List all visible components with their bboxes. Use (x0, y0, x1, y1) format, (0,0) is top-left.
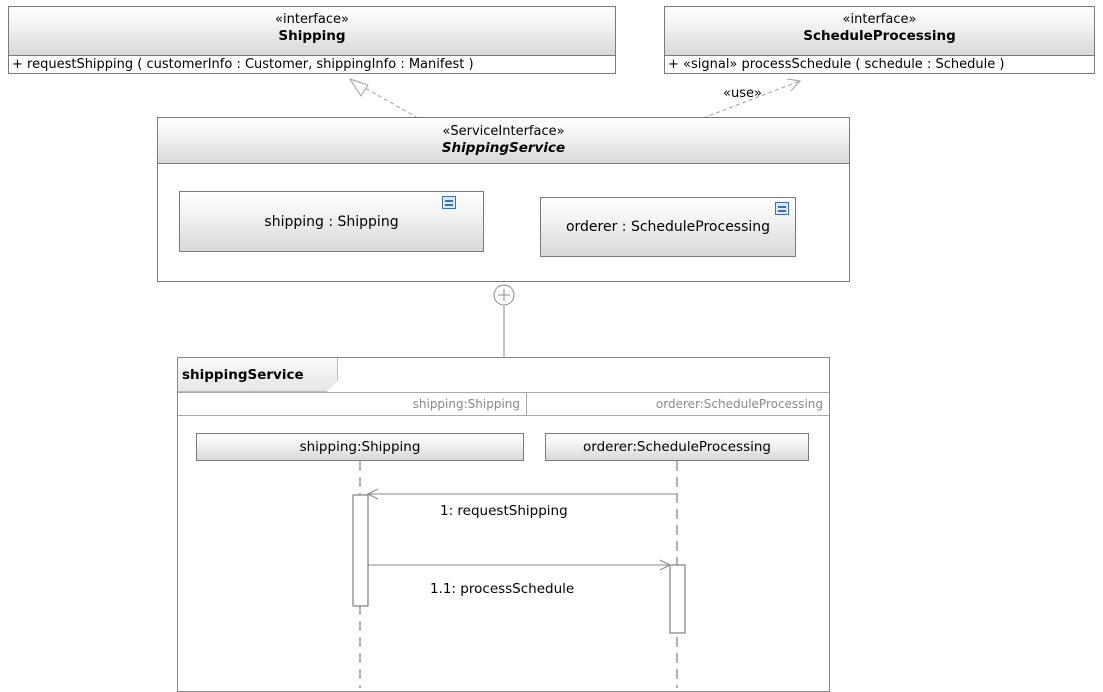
lifeline-head-shipping[interactable]: shipping:Shipping (196, 433, 524, 461)
interface-shipping[interactable]: «interface» Shipping + requestShipping (… (8, 6, 616, 74)
interface-shipping-header: «interface» Shipping (9, 7, 615, 56)
part-shipping-label: shipping : Shipping (264, 213, 399, 230)
interface-shipping-operation[interactable]: + requestShipping ( customerInfo : Custo… (9, 56, 615, 73)
lane-header-shipping: shipping:Shipping (178, 392, 527, 416)
realization-line (357, 83, 419, 119)
use-dependency-label: «use» (723, 86, 762, 101)
interface-schedule-processing-operation[interactable]: + «signal» processSchedule ( schedule : … (665, 56, 1094, 73)
interface-schedule-processing[interactable]: «interface» ScheduleProcessing + «signal… (664, 6, 1095, 74)
execution-spec-shipping (352, 494, 369, 607)
message-label-request-shipping[interactable]: 1: requestShipping (440, 503, 568, 519)
part-shipping[interactable]: shipping : Shipping (179, 191, 484, 252)
part-orderer[interactable]: orderer : ScheduleProcessing (540, 197, 796, 257)
interface-icon (775, 202, 789, 215)
interface-schedule-processing-name: ScheduleProcessing (803, 28, 956, 44)
interface-schedule-processing-header: «interface» ScheduleProcessing (665, 7, 1094, 56)
service-interface-header: «ServiceInterface» ShippingService (158, 118, 849, 164)
part-orderer-label: orderer : ScheduleProcessing (565, 219, 771, 235)
lane-header-orderer: orderer:ScheduleProcessing (527, 392, 829, 416)
lifeline-head-orderer[interactable]: orderer:ScheduleProcessing (545, 433, 809, 461)
service-interface-name: ShippingService (441, 140, 566, 156)
interface-icon (442, 196, 456, 209)
use-dependency-line (702, 80, 801, 119)
interface-schedule-processing-stereotype: «interface» (842, 12, 917, 27)
realization-arrowhead (348, 78, 369, 97)
use-arrowhead (786, 78, 801, 92)
interface-shipping-name: Shipping (278, 28, 346, 44)
service-interface-stereotype: «ServiceInterface» (442, 124, 565, 139)
message-process-arrowhead (659, 559, 672, 571)
message-request-arrowhead (366, 488, 379, 500)
interface-shipping-stereotype: «interface» (275, 12, 349, 27)
interaction-frame-tab: shippingService (178, 358, 338, 392)
interaction-frame[interactable]: shippingService shipping:Shipping ordere… (177, 357, 830, 692)
execution-spec-orderer (669, 564, 686, 634)
interaction-frame-name: shippingService (182, 367, 304, 383)
message-label-process-schedule[interactable]: 1.1: processSchedule (430, 581, 575, 597)
